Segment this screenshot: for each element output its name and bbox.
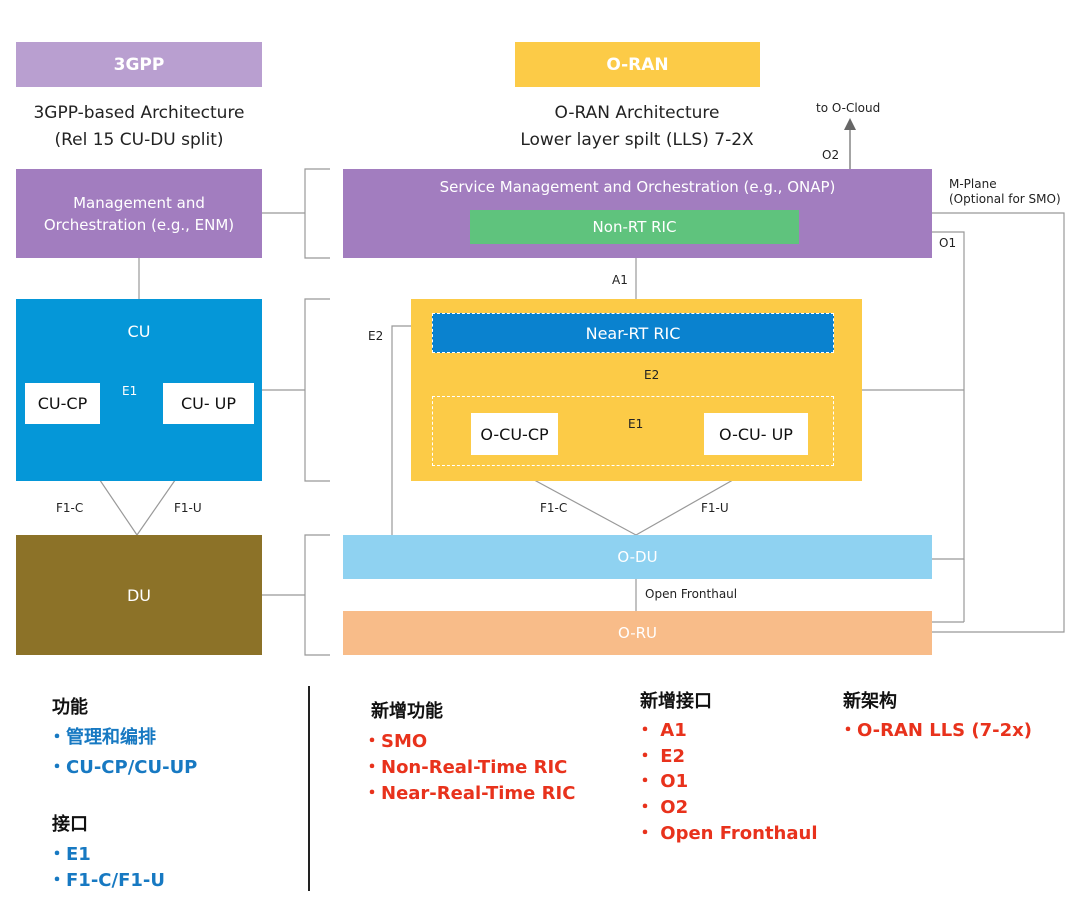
- o-cu-cp-label: O-CU-CP: [480, 424, 549, 444]
- m-plane-line: [932, 212, 1065, 633]
- e1-label-right: E1: [628, 417, 644, 431]
- near-rt-ric-box: Near-RT RIC: [432, 313, 834, 353]
- legend-interface-item: ・F1-C/F1-U: [48, 870, 165, 891]
- cu-cp-label: CU-CP: [37, 394, 88, 413]
- legend-new-interface-item: ・ O1: [636, 771, 689, 792]
- o-cu-up-label: O-CU- UP: [719, 424, 793, 444]
- cu-up-node: CU- UP: [163, 383, 254, 424]
- oran-subtitle-line1: O-RAN Architecture: [554, 103, 720, 123]
- legend-new-interface-item: ・ E2: [636, 746, 686, 767]
- f1u-label-left: F1-U: [174, 501, 202, 515]
- oran-header: O-RAN: [515, 42, 760, 87]
- open-fronthaul-label: Open Fronthaul: [645, 587, 738, 601]
- legend-interface-item: ・E1: [48, 844, 91, 865]
- a1-label: A1: [612, 273, 628, 287]
- e1-label-left: E1: [122, 384, 138, 398]
- o-ru-box: O-RU: [343, 611, 932, 655]
- f1c-label-left: F1-C: [56, 501, 84, 515]
- m-plane-label: M-Plane (Optional for SMO): [949, 177, 1061, 207]
- o2-label: O2: [822, 148, 840, 162]
- legend-new-interface-item: ・ A1: [636, 720, 687, 741]
- f1u-label-right: F1-U: [701, 501, 729, 515]
- m-plane-line-1: M-Plane: [949, 177, 997, 191]
- bracket-smo: [304, 168, 330, 259]
- o1-line: [932, 231, 965, 560]
- legend-new-function-item: ・Non-Real-Time RIC: [363, 757, 568, 778]
- mgmt-orchestration-box: Management and Orchestration (e.g., ENM): [16, 169, 262, 258]
- legend-new-function-item: ・Near-Real-Time RIC: [363, 783, 576, 804]
- non-rt-ric-label: Non-RT RIC: [592, 218, 677, 236]
- oran-subtitle-line2: Lower layer spilt (LLS) 7-2X: [520, 130, 754, 150]
- legend-function-item: ・管理和编排: [48, 727, 156, 748]
- oran-header-label: O-RAN: [606, 54, 669, 75]
- du-label: DU: [126, 585, 152, 605]
- bracket-cu: [304, 298, 330, 482]
- smo-label: Service Management and Orchestration (e.…: [439, 178, 836, 196]
- legend-new-interface-item: ・ Open Fronthaul: [636, 823, 818, 844]
- cu-cp-node: CU-CP: [25, 383, 100, 424]
- o-cu-cp-node: O-CU-CP: [471, 413, 558, 455]
- to-o-cloud-label: to O-Cloud: [816, 101, 881, 115]
- non-rt-ric-box: Non-RT RIC: [470, 210, 799, 244]
- o-du-label: O-DU: [617, 548, 658, 566]
- o-ru-label: O-RU: [617, 624, 658, 642]
- legend-new-arch-item: ・O-RAN LLS (7-2x): [839, 720, 1032, 741]
- e2-inner-label: E2: [644, 368, 660, 382]
- near-rt-ric-label: Near-RT RIC: [585, 323, 681, 343]
- 3gpp-subtitle: 3GPP-based Architecture (Rel 15 CU-DU sp…: [0, 100, 278, 154]
- legend-new-interfaces-title: 新增接口: [640, 691, 712, 712]
- mgmt-label-2: Orchestration (e.g., ENM): [43, 215, 235, 234]
- cu-up-label: CU- UP: [180, 394, 237, 413]
- f1c-label-right: F1-C: [540, 501, 568, 515]
- legend-functions-title: 功能: [52, 697, 88, 718]
- 3gpp-header-label: 3GPP: [113, 54, 165, 75]
- o1-label: O1: [939, 236, 957, 250]
- m-plane-line-2: (Optional for SMO): [949, 192, 1061, 206]
- legend-divider: [308, 686, 310, 891]
- 3gpp-subtitle-line1: 3GPP-based Architecture: [33, 103, 245, 123]
- e2-side-label: E2: [368, 329, 384, 343]
- mgmt-label-1: Management and: [73, 193, 205, 212]
- legend-new-functions-title: 新增功能: [371, 701, 443, 722]
- bracket-du: [304, 534, 330, 656]
- o-cu-up-node: O-CU- UP: [704, 413, 808, 455]
- du-box: DU: [16, 535, 262, 655]
- cu-label: CU: [127, 322, 151, 341]
- 3gpp-header: 3GPP: [16, 42, 262, 87]
- 3gpp-subtitle-line2: (Rel 15 CU-DU split): [54, 130, 224, 150]
- legend-new-function-item: ・SMO: [363, 731, 428, 752]
- legend-function-item: ・CU-CP/CU-UP: [48, 757, 198, 778]
- o-cu-dashed-group: [432, 396, 834, 466]
- legend-new-interface-item: ・ O2: [636, 797, 689, 818]
- o-du-box: O-DU: [343, 535, 932, 579]
- legend-new-arch-title: 新架构: [843, 691, 897, 712]
- oran-subtitle: O-RAN Architecture Lower layer spilt (LL…: [497, 100, 777, 154]
- legend-interfaces-title: 接口: [52, 814, 88, 835]
